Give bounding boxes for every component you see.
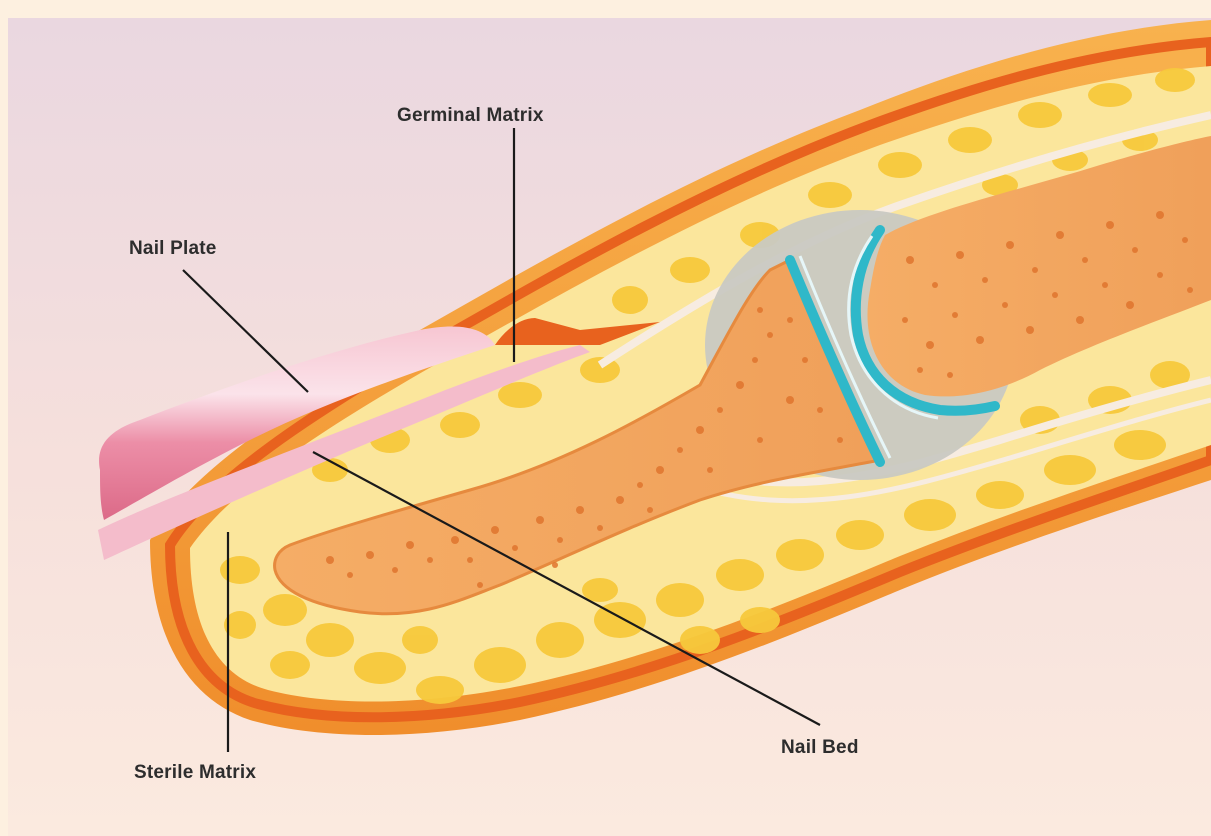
label-germinal-matrix: Germinal Matrix <box>397 105 544 127</box>
label-sterile-matrix: Sterile Matrix <box>134 762 256 784</box>
label-nail-bed: Nail Bed <box>781 737 859 759</box>
label-nail-plate: Nail Plate <box>129 238 217 260</box>
